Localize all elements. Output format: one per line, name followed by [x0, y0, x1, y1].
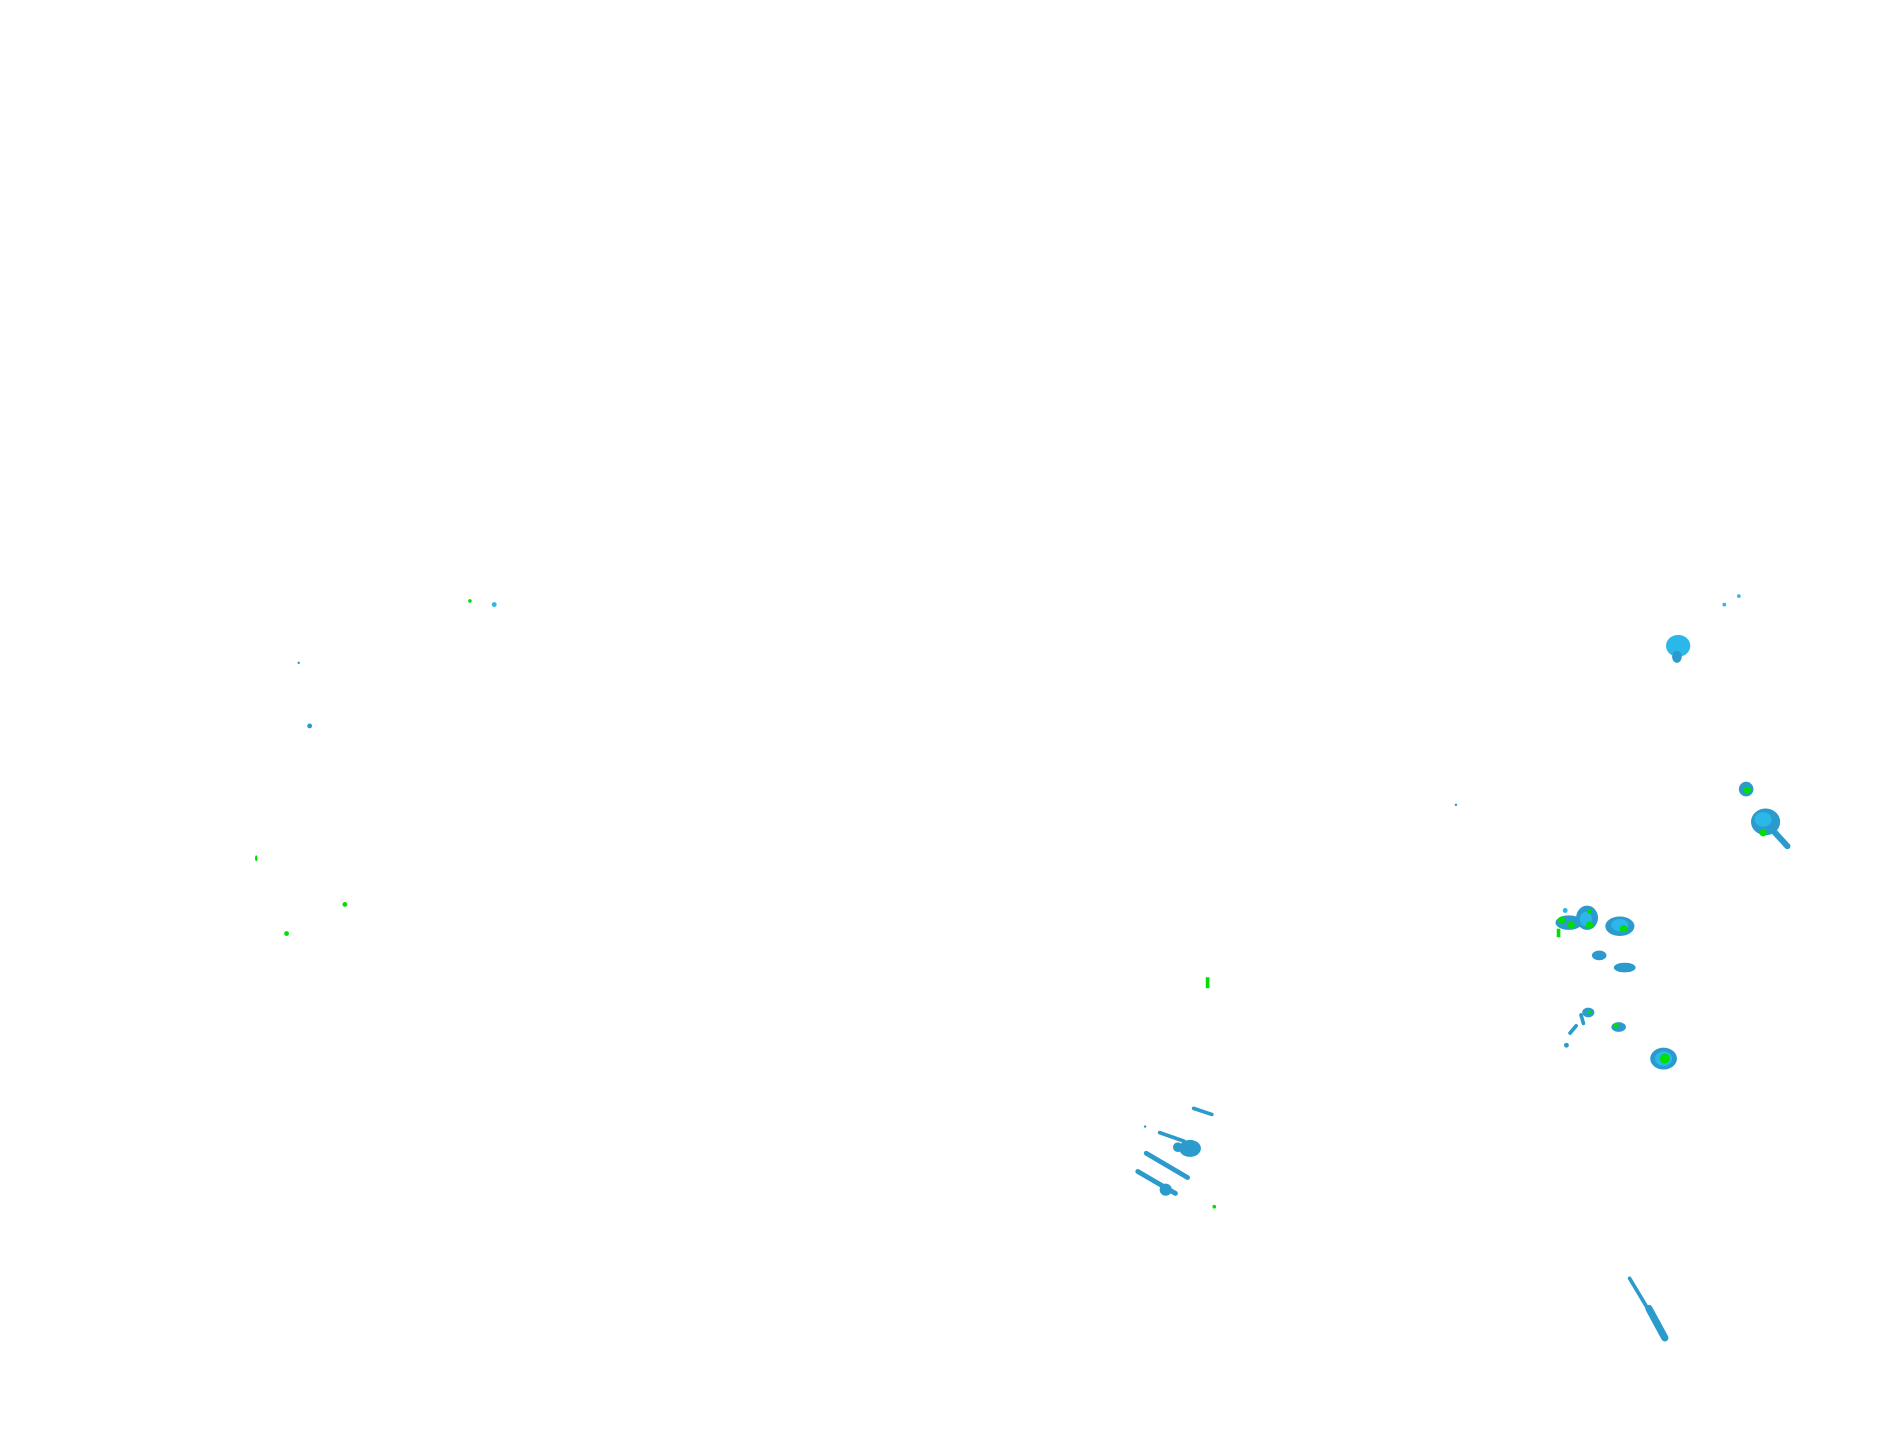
echo-northeast — [1666, 594, 1791, 850]
echo-southwest-streaks — [1135, 1106, 1214, 1196]
echo-west-scattered — [255, 599, 497, 936]
echo-southeast-streak — [1627, 1276, 1669, 1342]
echo-east-cluster — [1555, 905, 1677, 1070]
echo-central — [1205, 803, 1458, 1209]
